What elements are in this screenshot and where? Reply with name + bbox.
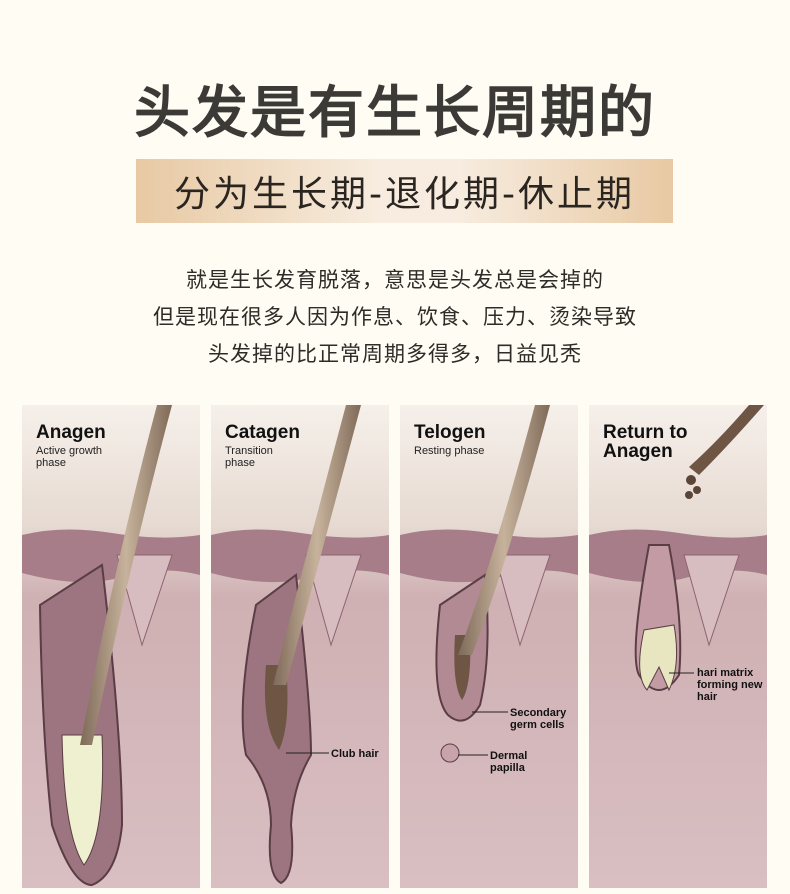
telogen-panel: Telogen Resting phase Secondary germ cel…	[400, 405, 578, 888]
return-to-anagen-panel: Return to Anagen hari matrix forming new…	[589, 405, 767, 888]
telogen-illustration	[400, 405, 578, 888]
description-line: 头发掉的比正常周期多得多，日益见秃	[208, 342, 582, 366]
return-to-anagen-illustration	[589, 405, 767, 888]
panel-title: Catagen	[225, 422, 300, 443]
description-line: 但是现在很多人因为作息、饮食、压力、烫染导致	[153, 305, 637, 329]
catagen-illustration	[211, 405, 389, 888]
panel-subtitle: Transition phase	[225, 445, 273, 469]
description-line: 就是生长发育脱落，意思是头发总是会掉的	[186, 268, 604, 292]
hair-matrix-label: hari matrix forming new hair	[697, 667, 763, 703]
page-title: 头发是有生长周期的	[134, 81, 656, 146]
secondary-germ-cells-label: Secondary germ cells	[510, 707, 567, 731]
dermal-papilla-label: Dermal papilla	[490, 750, 528, 774]
panel-subtitle: Resting phase	[414, 445, 485, 457]
subtitle-banner: 分为生长期-退化期-休止期	[136, 159, 673, 223]
club-hair-label: Club hair	[331, 748, 379, 760]
anagen-panel: Anagen Active growth phase	[22, 405, 200, 888]
panel-title: Telogen	[414, 422, 486, 443]
anagen-illustration	[22, 405, 200, 888]
description: 就是生长发育脱落，意思是头发总是会掉的 但是现在很多人因为作息、饮食、压力、烫染…	[0, 262, 790, 373]
subtitle: 分为生长期-退化期-休止期	[174, 174, 635, 215]
panel-subtitle: Active growth phase	[36, 445, 103, 469]
catagen-panel: Catagen Transition phase Club hair	[211, 405, 389, 888]
panel-title: Anagen	[36, 422, 106, 443]
panel-title: Return to Anagen	[603, 422, 688, 462]
